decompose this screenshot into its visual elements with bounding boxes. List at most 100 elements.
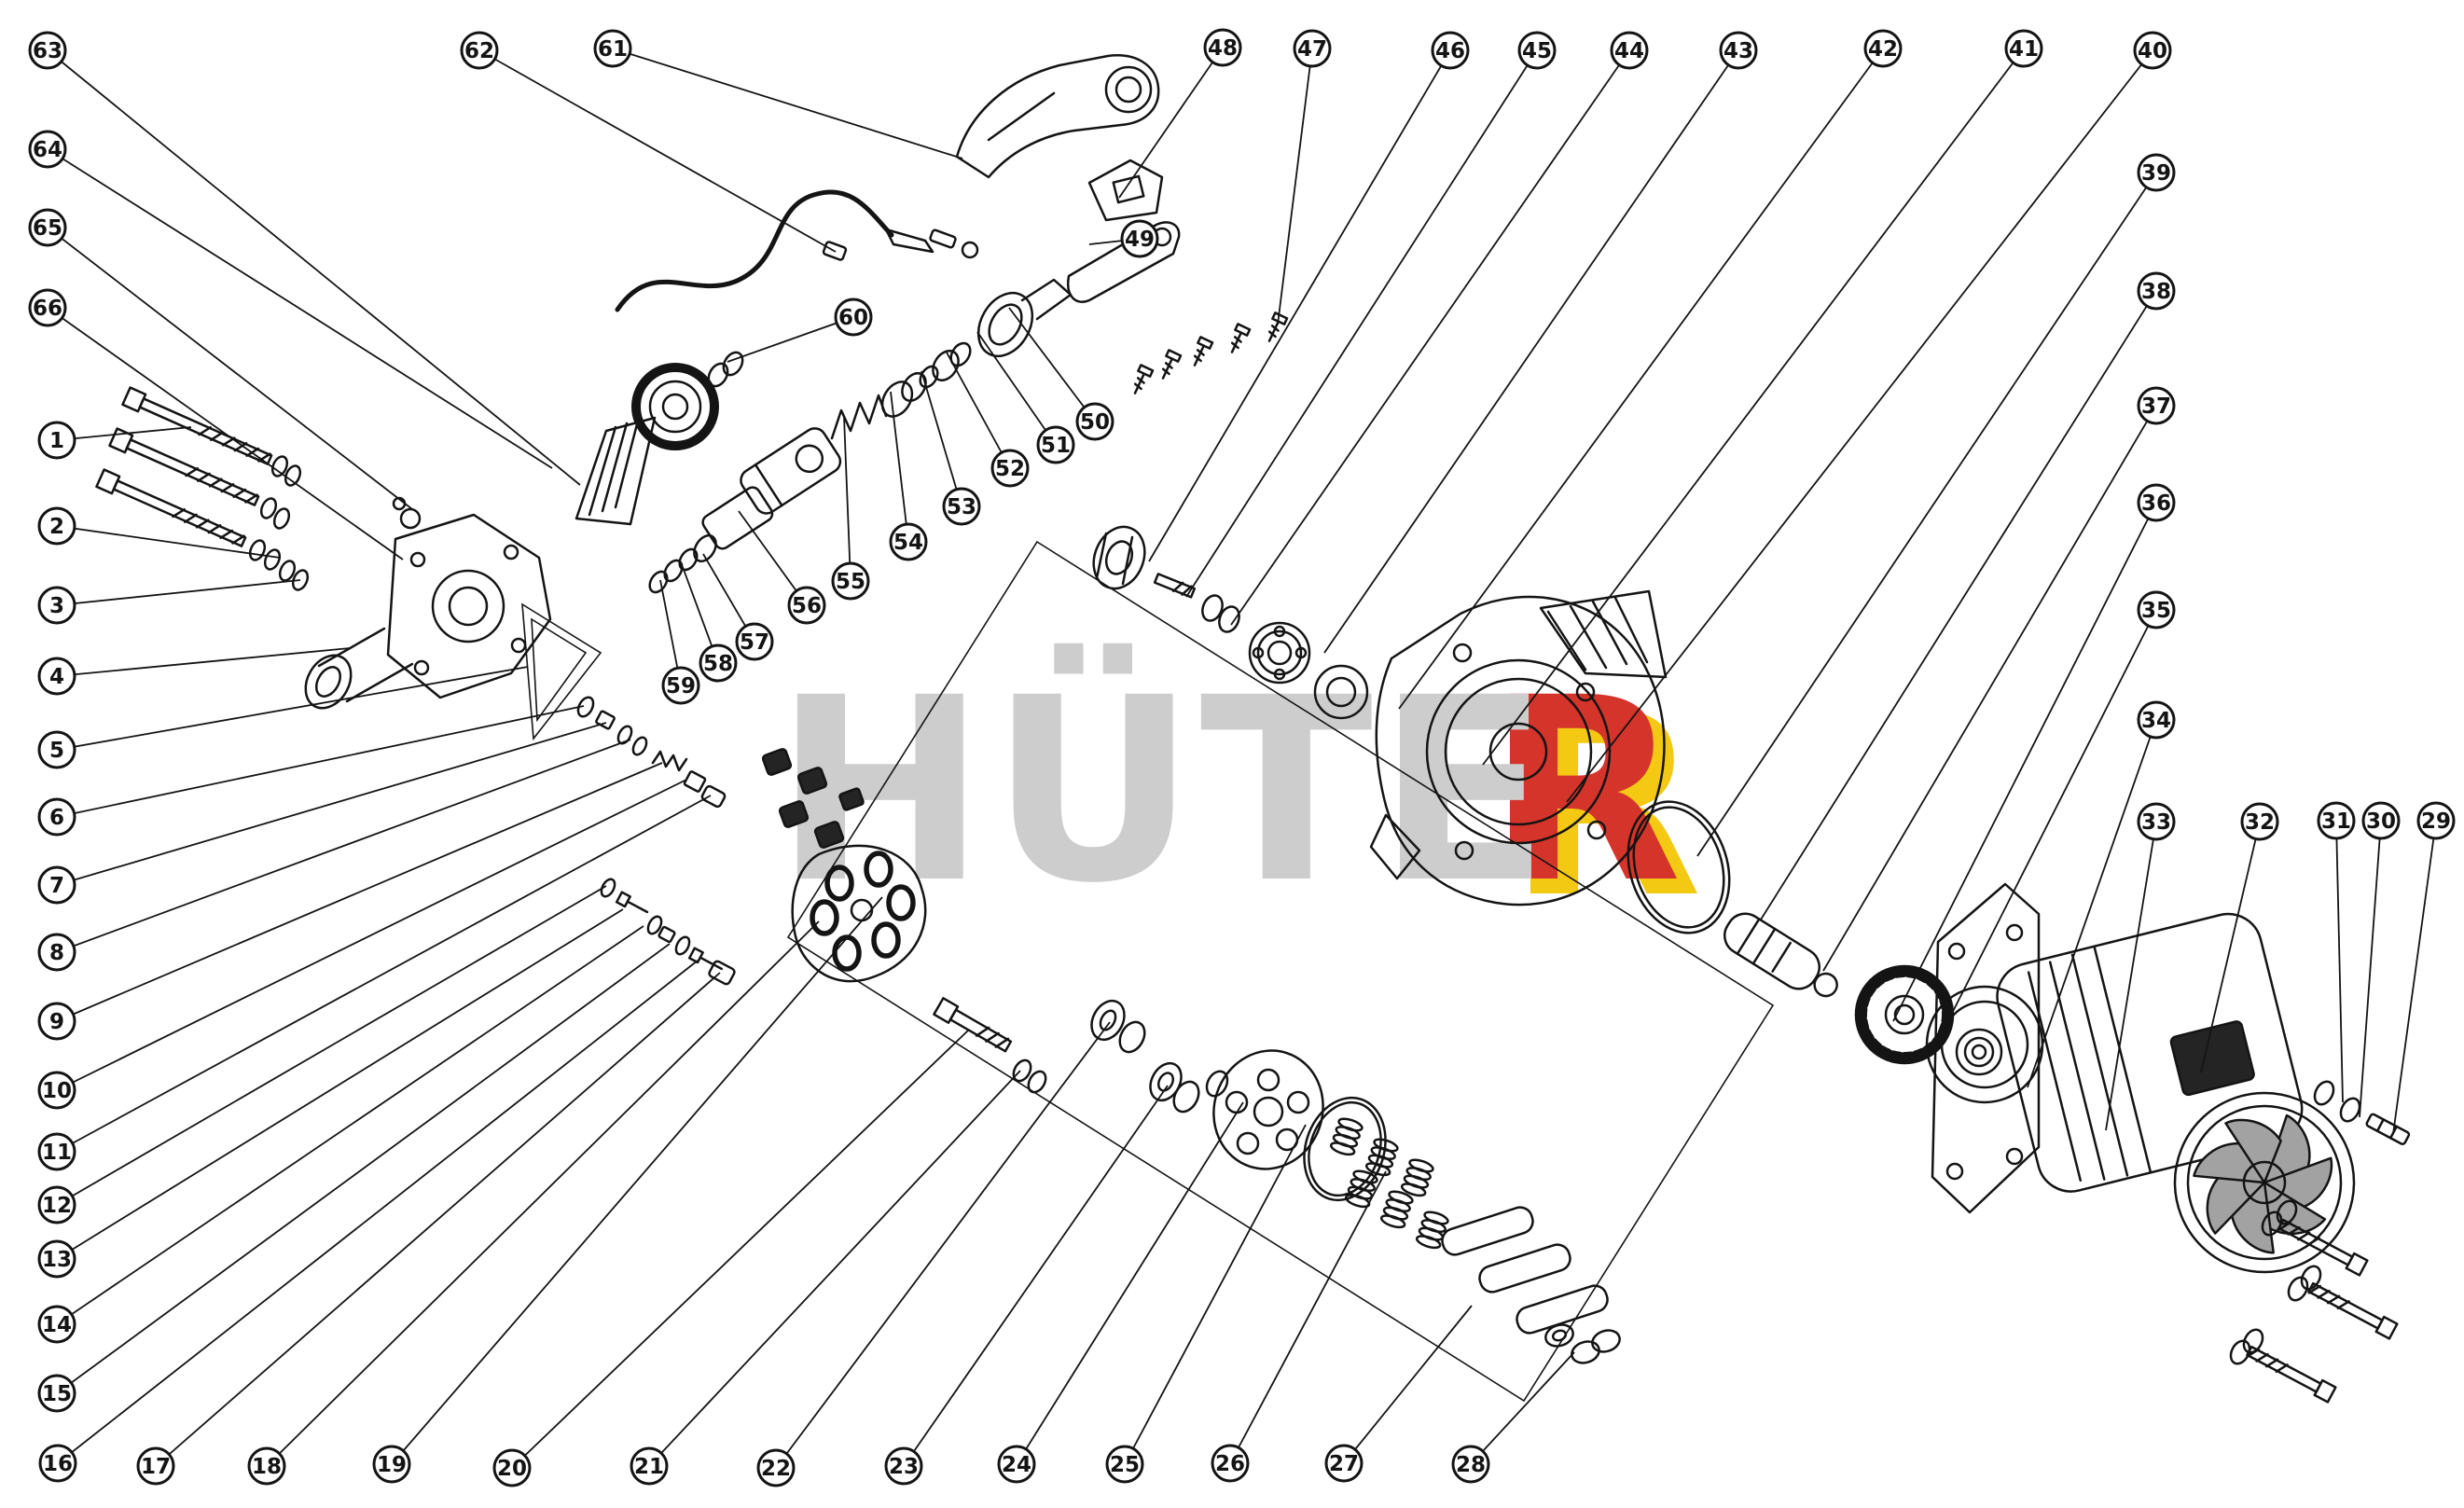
- balloon-number-38: 38: [2141, 280, 2171, 304]
- spring-cluster: [1328, 1114, 1451, 1252]
- leader-line-48: [1118, 47, 1224, 199]
- callout-7: 7: [37, 722, 607, 905]
- balloon-53: [942, 487, 981, 526]
- balloon-16: [38, 1444, 77, 1483]
- small-screws: [1128, 311, 1289, 397]
- balloon-5: [37, 730, 76, 769]
- leader-line-15: [56, 943, 671, 1394]
- balloon-number-50: 50: [1080, 410, 1110, 435]
- leader-line-31: [2335, 820, 2344, 1103]
- watermark: R R HÜTE: [774, 641, 1702, 954]
- leader-line-25: [1124, 1124, 1307, 1465]
- bearing-series: [1092, 525, 1369, 720]
- pump-end-plate: [1212, 1049, 1387, 1202]
- leader-line-63: [47, 49, 581, 486]
- balloon-1: [37, 421, 76, 460]
- balloon-18: [247, 1446, 286, 1486]
- balloon-number-25: 25: [1110, 1453, 1140, 1477]
- balloon-29: [2416, 801, 2456, 840]
- leader-line-36: [1892, 502, 2157, 1022]
- balloon-number-47: 47: [1297, 37, 1327, 62]
- balloon-number-35: 35: [2141, 599, 2171, 623]
- callout-23: 23: [884, 1085, 1169, 1486]
- balloon-15: [37, 1374, 76, 1413]
- balloon-number-8: 8: [49, 941, 64, 965]
- callout-63: 63: [28, 31, 581, 486]
- assembly-frame-box: [786, 540, 1775, 1403]
- leader-line-39: [1696, 172, 2157, 857]
- callout-50: 50: [1008, 307, 1114, 441]
- leader-line-37: [1822, 405, 2157, 972]
- balloon-number-32: 32: [2245, 810, 2275, 835]
- leader-line-66: [47, 307, 404, 560]
- callout-35: 35: [1932, 590, 2176, 1051]
- callout-65: 65: [28, 208, 413, 510]
- callout-62: 62: [460, 31, 837, 253]
- callout-44: 44: [1230, 31, 1649, 626]
- leader-line-53: [921, 370, 962, 507]
- balloon-number-52: 52: [995, 457, 1025, 481]
- leader-line-16: [57, 960, 699, 1464]
- callout-24: 24: [997, 1101, 1244, 1484]
- callout-53: 53: [921, 370, 981, 526]
- balloon-9: [37, 1002, 76, 1041]
- small-fastener-row-lower: [600, 878, 736, 986]
- leader-line-5: [56, 666, 529, 751]
- callout-37: 37: [1822, 386, 2176, 972]
- callout-66: 66: [28, 288, 404, 560]
- motor-terminal-block: [2169, 1020, 2255, 1097]
- balloon-57: [735, 622, 774, 661]
- balloon-number-30: 30: [2366, 809, 2396, 834]
- balloon-32: [2240, 802, 2279, 841]
- balloon-number-66: 66: [33, 297, 62, 321]
- leader-line-10: [56, 779, 687, 1091]
- leader-line-4: [56, 647, 351, 677]
- balloon-number-12: 12: [42, 1194, 72, 1218]
- balloon-number-16: 16: [43, 1452, 73, 1476]
- callout-20: 20: [492, 1030, 969, 1487]
- balloon-17: [136, 1446, 175, 1486]
- callout-14: 14: [37, 925, 644, 1344]
- balloon-63: [28, 31, 67, 70]
- callout-27: 27: [1324, 1305, 1473, 1483]
- balloon-number-28: 28: [1456, 1453, 1486, 1477]
- balloon-number-22: 22: [761, 1457, 791, 1481]
- valve-plate: [791, 844, 927, 983]
- balloon-23: [884, 1446, 923, 1486]
- gear: [1854, 964, 1955, 1065]
- balloon-number-21: 21: [634, 1455, 664, 1479]
- balloon-6: [37, 797, 76, 837]
- balloon-47: [1293, 29, 1332, 68]
- small-fastener-row-upper: [576, 696, 727, 809]
- large-o-ring: [1627, 800, 1731, 934]
- balloon-number-2: 2: [49, 515, 64, 539]
- balloon-number-36: 36: [2141, 491, 2171, 516]
- balloon-12: [37, 1185, 76, 1224]
- leader-line-17: [155, 972, 721, 1467]
- flange-bolt: [933, 997, 1047, 1094]
- balloon-number-39: 39: [2141, 161, 2171, 186]
- balloon-number-41: 41: [2009, 37, 2039, 62]
- balloon-55: [831, 561, 870, 601]
- balloon-25: [1105, 1445, 1144, 1484]
- leader-line-65: [47, 227, 413, 510]
- callout-13: 13: [37, 908, 624, 1279]
- callout-36: 36: [1892, 483, 2176, 1022]
- balloon-number-13: 13: [42, 1248, 72, 1272]
- balloon-38: [2137, 271, 2176, 311]
- callout-8: 8: [37, 739, 631, 972]
- balloon-number-1: 1: [49, 429, 64, 453]
- balloon-37: [2137, 386, 2176, 425]
- callout-29: 29: [2392, 801, 2456, 1135]
- leader-line-42: [1398, 48, 1884, 710]
- balloon-number-11: 11: [42, 1141, 72, 1165]
- balloon-45: [1517, 31, 1557, 70]
- balloon-13: [37, 1239, 76, 1279]
- balloon-24: [997, 1445, 1036, 1484]
- plunger: [1723, 912, 1838, 998]
- callout-51: 51: [976, 331, 1075, 464]
- bellows: [574, 416, 657, 526]
- callout-47: 47: [1277, 29, 1332, 325]
- balloon-number-54: 54: [893, 531, 923, 555]
